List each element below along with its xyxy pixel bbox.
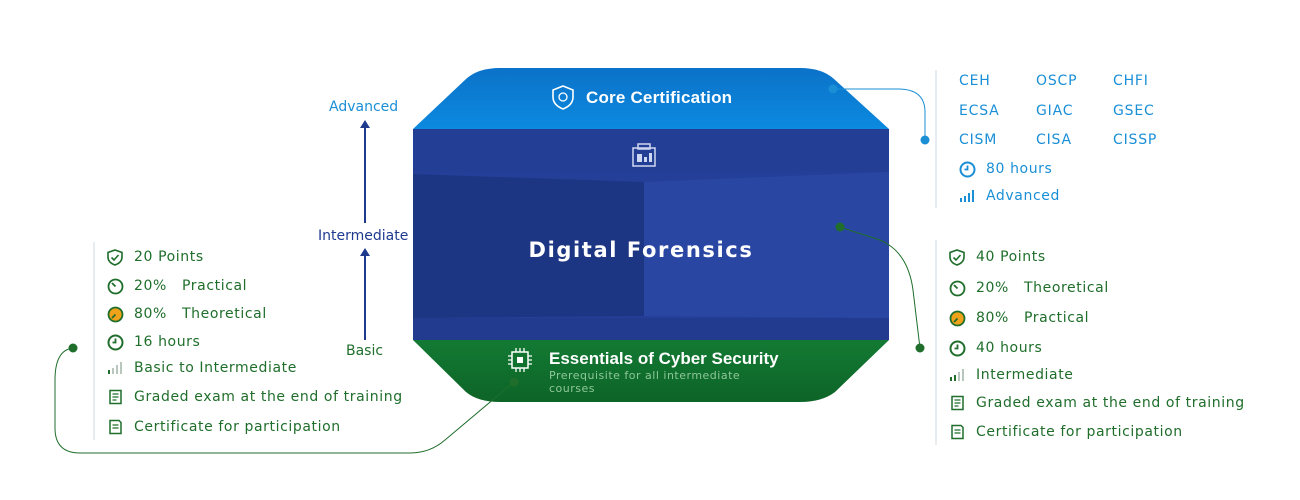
shield-check-icon <box>948 248 966 266</box>
arrow-up-advanced-icon <box>360 120 370 128</box>
core-level-row: Advanced <box>958 187 1060 205</box>
left-theoretical-label: Theoretical <box>182 306 267 322</box>
right-level-row: Intermediate <box>948 366 1074 384</box>
forensics-connector-dot <box>835 222 845 232</box>
cert-code: OSCP <box>1036 73 1078 89</box>
right-level: Intermediate <box>976 367 1074 383</box>
cert-code: CISSP <box>1113 132 1158 148</box>
badge-icon <box>552 85 574 110</box>
right-exam: Graded exam at the end of training <box>976 395 1245 411</box>
gauge-icon <box>948 309 966 327</box>
exam-sheet-icon <box>948 394 966 412</box>
exam-sheet-icon <box>106 388 124 406</box>
core-connector-dot <box>828 84 838 94</box>
left-level: Basic to Intermediate <box>134 360 297 376</box>
right-practical-pct: 80% <box>976 310 1009 326</box>
gauge-icon <box>948 279 966 297</box>
right-practical-row: 80% Practical <box>948 309 1089 327</box>
right-hours: 40 hours <box>976 340 1043 356</box>
right-certificate: Certificate for participation <box>976 424 1183 440</box>
cert-code: GSEC <box>1113 103 1155 119</box>
core-hours-row: 80 hours <box>958 160 1052 178</box>
core-hours: 80 hours <box>986 161 1053 177</box>
clock-icon <box>106 333 124 351</box>
left-theoretical-row: 80% Theoretical <box>106 305 267 323</box>
level-advanced-label: Advanced <box>329 99 399 115</box>
left-exam: Graded exam at the end of training <box>134 389 403 405</box>
left-practical-pct: 20% <box>134 278 167 294</box>
essentials-subtitle: Prerequisite for all intermediate course… <box>549 369 741 395</box>
cert-code: CISA <box>1036 132 1072 148</box>
signal-bars-icon <box>948 366 966 384</box>
forensics-footer-band <box>413 318 889 340</box>
right-points: 40 Points <box>976 249 1046 265</box>
left-certificate: Certificate for participation <box>134 419 341 435</box>
core-certification-band <box>413 68 889 129</box>
right-certificate-row: Certificate for participation <box>948 423 1183 441</box>
left-certificate-row: Certificate for participation <box>106 418 341 436</box>
left-practical-row: 20% Practical <box>106 277 247 295</box>
left-points: 20 Points <box>134 249 204 265</box>
forensics-icon <box>632 143 656 167</box>
cert-code: CHFI <box>1113 73 1149 89</box>
left-theoretical-pct: 80% <box>134 306 167 322</box>
essentials-title: Essentials of Cyber Security <box>549 349 779 368</box>
left-features-connector-dot <box>68 343 78 353</box>
chip-icon <box>508 348 532 372</box>
right-features-connector-dot <box>915 343 925 353</box>
cert-code: CEH <box>959 73 991 89</box>
certificate-icon <box>948 423 966 441</box>
right-theoretical-row: 20% Theoretical <box>948 279 1109 297</box>
clock-icon <box>958 160 976 178</box>
right-hours-row: 40 hours <box>948 339 1042 357</box>
left-level-row: Basic to Intermediate <box>106 359 297 377</box>
right-points-row: 40 Points <box>948 248 1046 266</box>
gauge-icon <box>106 277 124 295</box>
right-practical-label: Practical <box>1024 310 1090 326</box>
left-points-row: 20 Points <box>106 248 204 266</box>
left-hours-row: 16 hours <box>106 333 200 351</box>
cert-code: ECSA <box>959 103 1000 119</box>
certs-connector-dot <box>920 135 930 145</box>
arrow-up-intermediate-icon <box>360 248 370 256</box>
signal-bars-icon <box>958 187 976 205</box>
clock-icon <box>948 339 966 357</box>
left-exam-row: Graded exam at the end of training <box>106 388 403 406</box>
essentials-connector-dot <box>509 377 519 387</box>
level-basic-label: Basic <box>346 343 384 359</box>
cert-code: GIAC <box>1036 103 1074 119</box>
shield-check-icon <box>106 248 124 266</box>
right-theoretical-pct: 20% <box>976 280 1009 296</box>
right-exam-row: Graded exam at the end of training <box>948 394 1245 412</box>
gauge-icon <box>106 305 124 323</box>
right-theoretical-label: Theoretical <box>1024 280 1109 296</box>
digital-forensics-title: Digital Forensics <box>528 238 754 262</box>
left-hours: 16 hours <box>134 334 201 350</box>
signal-bars-icon <box>106 359 124 377</box>
level-intermediate-label: Intermediate <box>318 228 409 244</box>
certificate-icon <box>106 418 124 436</box>
core-certification-title: Core Certification <box>586 88 733 107</box>
left-practical-label: Practical <box>182 278 248 294</box>
cert-code: CISM <box>959 132 998 148</box>
core-level: Advanced <box>986 188 1060 204</box>
